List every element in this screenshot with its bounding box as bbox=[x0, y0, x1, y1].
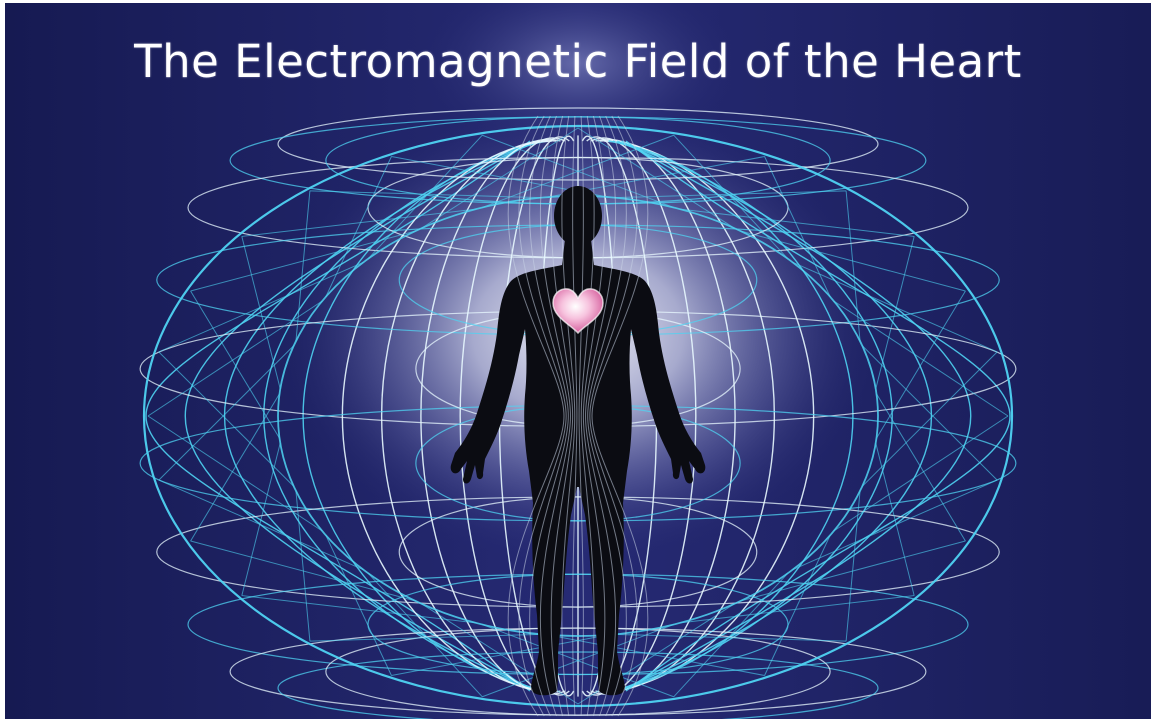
heart-field-illustration: The Electromagnetic Field of the Heart bbox=[5, 3, 1151, 719]
page-title: The Electromagnetic Field of the Heart bbox=[5, 34, 1151, 90]
illustration-canvas bbox=[5, 3, 1151, 719]
